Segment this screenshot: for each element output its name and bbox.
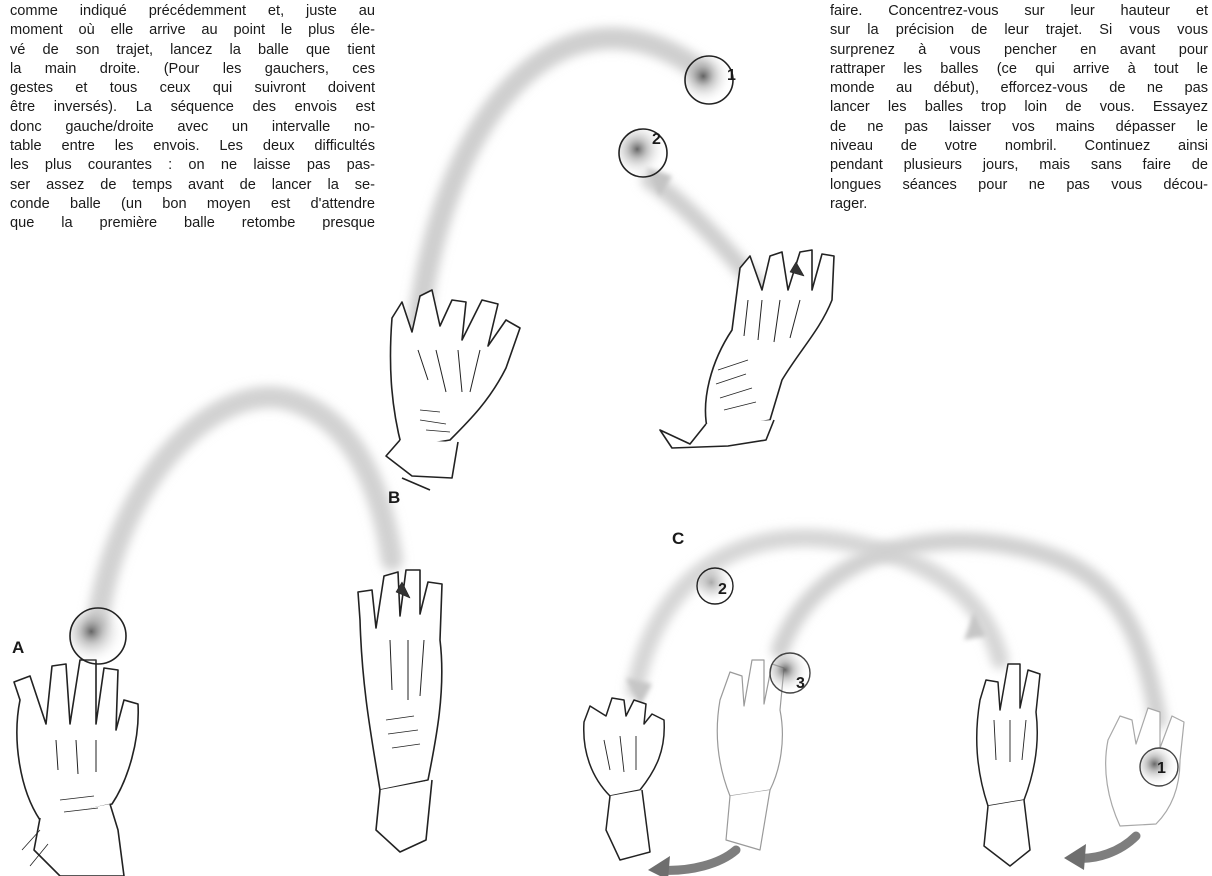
ball-c3-number: 3 bbox=[796, 675, 805, 692]
hand-a-right bbox=[358, 570, 442, 852]
hand-b-right bbox=[660, 250, 834, 448]
figure-label-c: C bbox=[672, 529, 684, 549]
hand-c-left bbox=[584, 698, 665, 860]
ball-b2-number: 2 bbox=[652, 131, 661, 148]
ball-b1-number: 1 bbox=[727, 67, 736, 84]
rotation-arrow-right bbox=[1064, 836, 1136, 870]
ball-b1: 1 bbox=[685, 56, 736, 104]
ball-a bbox=[70, 608, 126, 664]
ball-c1-number: 1 bbox=[1157, 760, 1166, 777]
hand-b-left bbox=[386, 290, 520, 490]
hand-c-left-ghost bbox=[717, 660, 784, 850]
rotation-arrow-left bbox=[648, 850, 736, 876]
ball-c2: 2 bbox=[697, 568, 733, 604]
ball-c1: 1 bbox=[1140, 748, 1178, 786]
figure-label-b: B bbox=[388, 488, 400, 508]
figure-label-a: A bbox=[12, 638, 24, 658]
ball-b2: 2 bbox=[619, 129, 667, 177]
ball-c2-number: 2 bbox=[718, 581, 727, 598]
hand-a-left bbox=[14, 660, 138, 876]
ball-c3: 3 bbox=[770, 653, 810, 693]
trajectory-a bbox=[98, 397, 392, 620]
hand-c-right bbox=[977, 664, 1040, 866]
trajectory-c bbox=[626, 538, 1158, 720]
